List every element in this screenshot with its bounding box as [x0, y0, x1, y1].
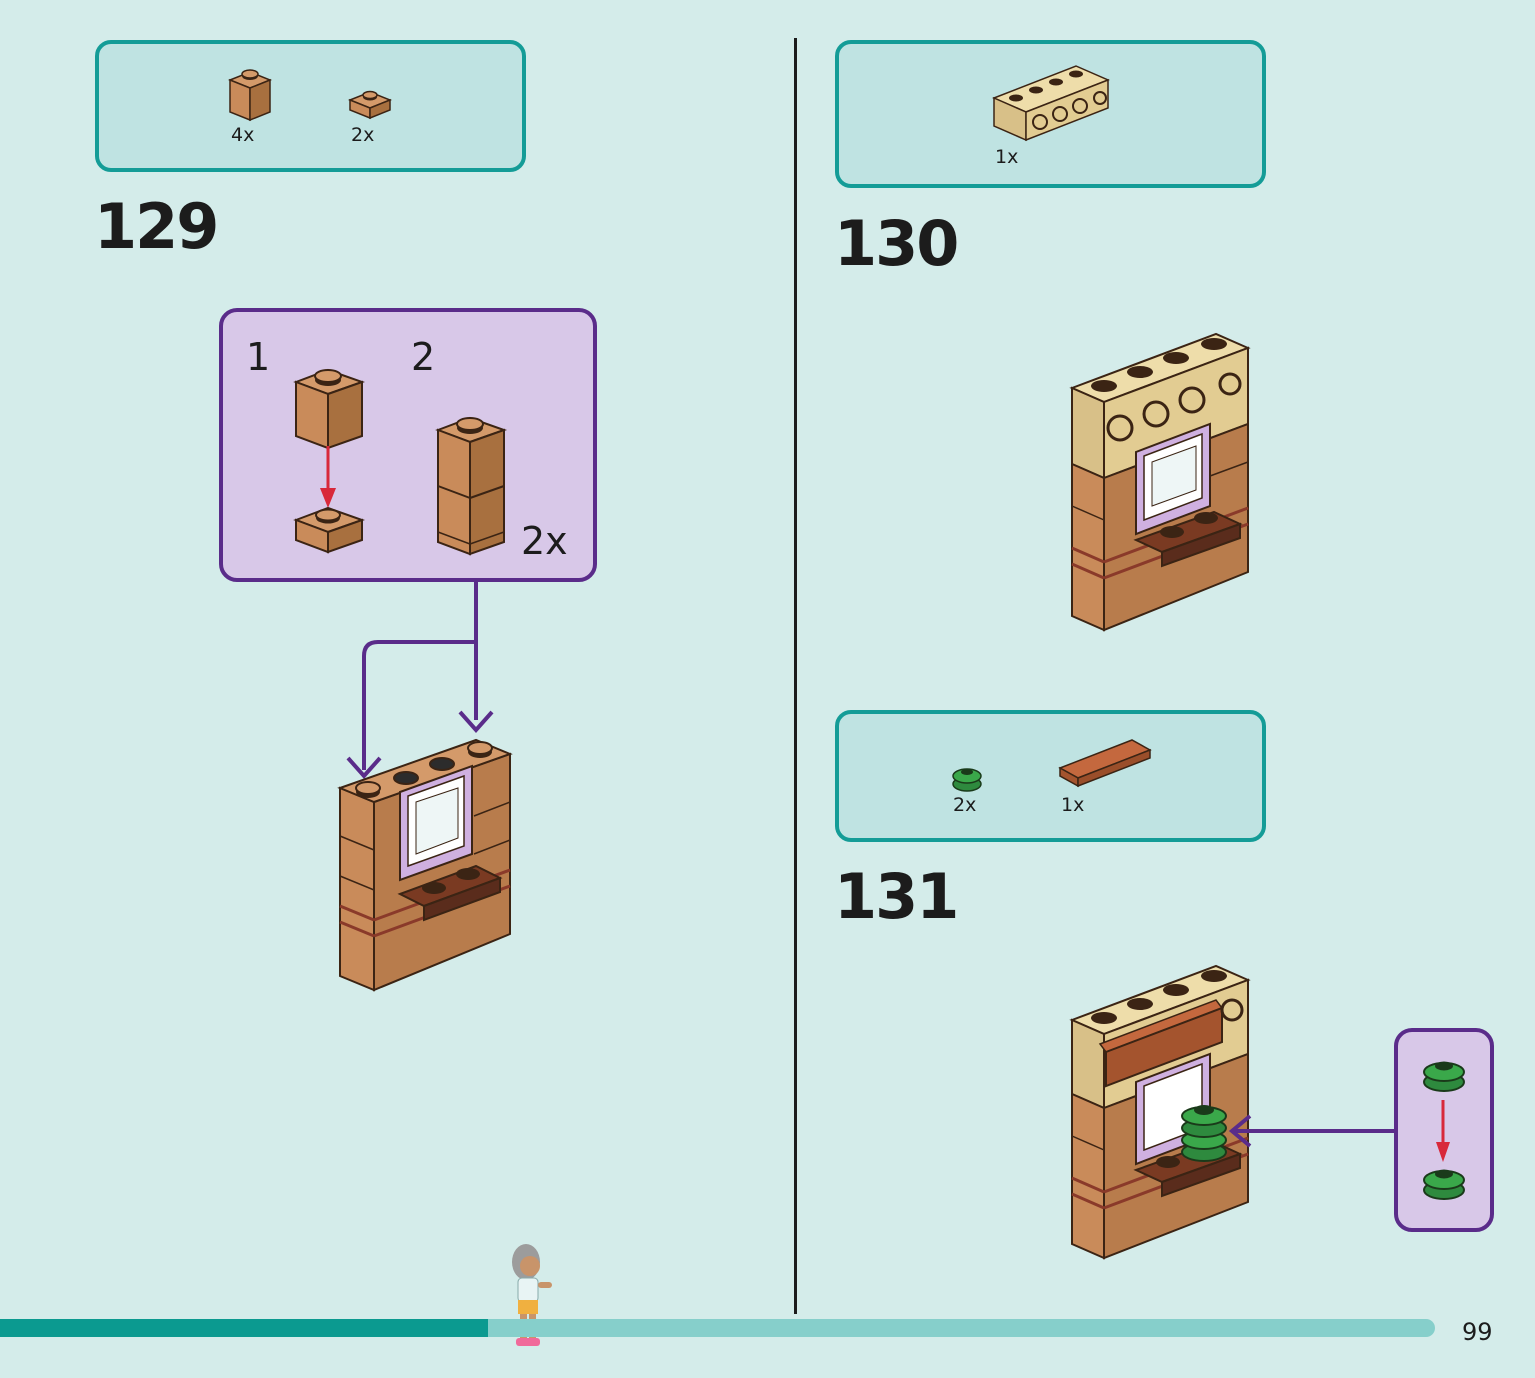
- plate-1x1-brown-icon: [293, 506, 366, 554]
- parts-callout-131: [835, 710, 1266, 842]
- plant-round-green-icon: [1423, 1061, 1465, 1092]
- stacked-brick-column-icon: [435, 416, 508, 556]
- plant-round-green-icon: [952, 768, 982, 792]
- parts-callout-129: [95, 40, 526, 172]
- brick-1x4-studs-side-tan-icon: [992, 65, 1110, 142]
- window-wall-model-131: [1069, 964, 1251, 1260]
- placement-arrows: [346, 580, 494, 780]
- brick-1x1-brown-icon: [227, 69, 273, 122]
- assembly-arrow-red: [1436, 1100, 1450, 1162]
- page-number: 99: [1462, 1318, 1493, 1346]
- tile-1x4-brown-icon: [1058, 739, 1152, 788]
- plant-round-green-icon: [1423, 1169, 1465, 1200]
- part-qty: 2x: [351, 124, 375, 146]
- step-number: 130: [834, 207, 959, 280]
- part-qty: 1x: [1061, 794, 1085, 816]
- step-number: 129: [94, 190, 219, 263]
- assembly-arrow-red: [320, 446, 336, 508]
- substep-callout: [219, 308, 597, 582]
- substep-number: 2: [411, 335, 436, 379]
- substep-number: 1: [246, 335, 271, 379]
- window-wall-model-129: [337, 738, 513, 992]
- progress-bar: [0, 1319, 1435, 1337]
- plate-1x1-brown-icon: [347, 90, 393, 120]
- part-qty: 2x: [953, 794, 977, 816]
- step-number: 131: [834, 860, 959, 933]
- substep-multiplier: 2x: [521, 519, 568, 563]
- placement-arrow: [1228, 1114, 1396, 1148]
- window-wall-model-130: [1069, 332, 1251, 632]
- minidoll-figure-icon: [512, 1244, 552, 1346]
- part-qty: 4x: [231, 124, 255, 146]
- brick-1x1-brown-icon: [293, 368, 366, 450]
- part-qty: 1x: [995, 146, 1019, 168]
- page-divider: [794, 38, 797, 1314]
- progress-bar-fill: [0, 1319, 488, 1337]
